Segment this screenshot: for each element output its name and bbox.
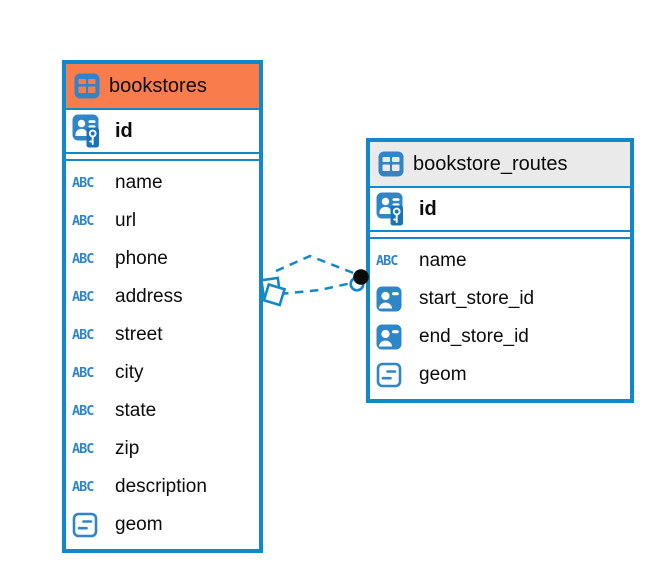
column-name: phone: [115, 248, 168, 269]
relationship-line-upper[interactable]: [275, 254, 357, 276]
column-row-phone[interactable]: ABC phone: [66, 240, 259, 278]
text-type-icon: ABC: [72, 175, 94, 191]
text-type-icon: ABC: [72, 441, 94, 457]
column-name: state: [115, 400, 157, 421]
text-type-icon: ABC: [72, 403, 94, 419]
table-bookstores[interactable]: bookstores id ABC name ABC url ABC phone…: [62, 60, 263, 553]
column-row-city[interactable]: ABC city: [66, 354, 259, 392]
text-type-icon: ABC: [72, 479, 94, 495]
column-row-id[interactable]: id: [370, 188, 630, 230]
column-name: id: [115, 119, 133, 142]
column-row-street[interactable]: ABC street: [66, 316, 259, 354]
column-row-zip[interactable]: ABC zip: [66, 430, 259, 468]
column-name: address: [115, 286, 183, 307]
column-row-geom[interactable]: geom: [370, 356, 630, 394]
text-type-icon: ABC: [376, 253, 398, 269]
column-row-state[interactable]: ABC state: [66, 392, 259, 430]
text-type-icon: ABC: [72, 327, 94, 343]
key-section-divider: [370, 230, 630, 239]
primary-key-icon: [72, 114, 108, 148]
relationship-line-lower[interactable]: [279, 280, 357, 296]
reference-type-icon: [376, 324, 412, 350]
column-name: geom: [419, 364, 467, 385]
table-icon: [74, 73, 100, 99]
column-row-description[interactable]: ABC description: [66, 468, 259, 506]
column-list: ABC name start_store_id end_store_id geo…: [370, 239, 630, 399]
column-name: end_store_id: [419, 326, 529, 347]
column-name: id: [419, 197, 437, 220]
table-title: bookstore_routes: [413, 152, 568, 175]
diamond-endpoint-icon[interactable]: [259, 276, 287, 307]
column-name: city: [115, 362, 144, 383]
column-row-name[interactable]: ABC name: [66, 164, 259, 202]
table-bookstores-header[interactable]: bookstores: [66, 64, 259, 110]
column-name: start_store_id: [419, 288, 535, 309]
geometry-type-icon: [376, 362, 412, 388]
geometry-type-icon: [72, 512, 108, 538]
text-type-icon: ABC: [72, 289, 94, 305]
column-name: name: [115, 172, 163, 193]
column-row-name[interactable]: ABC name: [370, 242, 630, 280]
column-name: url: [115, 210, 137, 231]
column-row-url[interactable]: ABC url: [66, 202, 259, 240]
text-type-icon: ABC: [72, 213, 94, 229]
column-row-end-store-id[interactable]: end_store_id: [370, 318, 630, 356]
primary-key-icon: [376, 192, 412, 226]
table-icon: [378, 151, 404, 177]
table-bookstore-routes-header[interactable]: bookstore_routes: [370, 142, 630, 188]
table-bookstore-routes[interactable]: bookstore_routes id ABC name start_store…: [366, 138, 634, 403]
text-type-icon: ABC: [72, 365, 94, 381]
key-section-divider: [66, 152, 259, 161]
text-type-icon: ABC: [72, 251, 94, 267]
column-row-id[interactable]: id: [66, 110, 259, 152]
column-list: ABC name ABC url ABC phone ABC address A…: [66, 161, 259, 549]
column-row-geom[interactable]: geom: [66, 506, 259, 544]
column-name: name: [419, 250, 467, 271]
column-row-start-store-id[interactable]: start_store_id: [370, 280, 630, 318]
column-name: description: [115, 476, 207, 497]
reference-type-icon: [376, 286, 412, 312]
column-row-address[interactable]: ABC address: [66, 278, 259, 316]
table-title: bookstores: [109, 74, 207, 97]
column-name: street: [115, 324, 163, 345]
column-name: zip: [115, 438, 140, 459]
column-name: geom: [115, 514, 163, 535]
